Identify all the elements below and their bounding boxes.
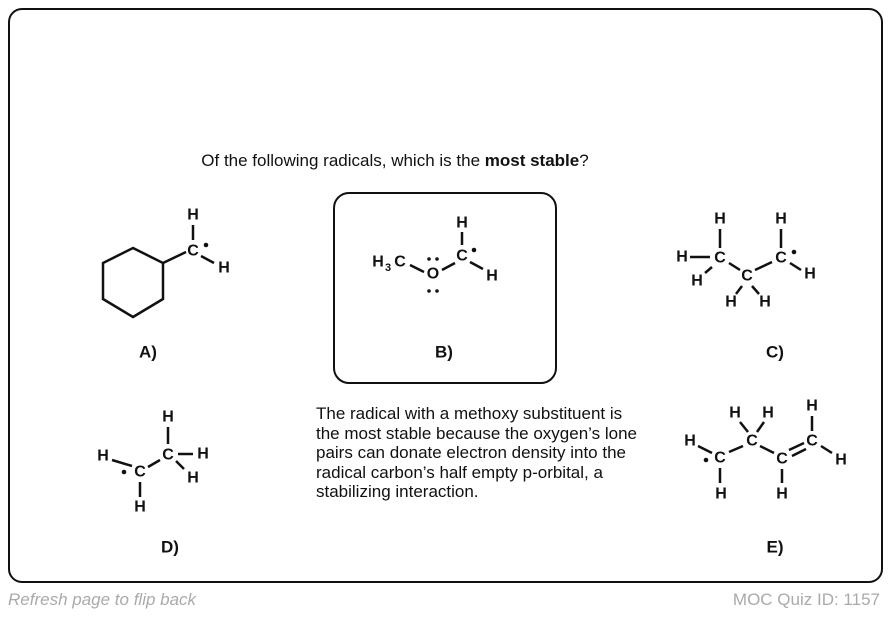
atom-label: C — [746, 433, 758, 450]
bond — [728, 444, 744, 454]
bond — [755, 421, 766, 433]
quiz-id: MOC Quiz ID: 1157 — [732, 590, 880, 609]
atom-label: H — [486, 268, 498, 285]
atom-label: H — [187, 207, 199, 224]
atom-label: C — [741, 268, 753, 285]
bond — [728, 261, 741, 272]
bond — [791, 447, 807, 458]
atom-label: C — [714, 450, 726, 467]
bond — [754, 260, 773, 272]
atom-label: H — [835, 452, 847, 469]
bond — [111, 458, 133, 468]
option-a-label: A) — [139, 343, 157, 362]
atom-label: H — [725, 294, 737, 311]
atom-label: C — [714, 250, 726, 267]
atom-label: C — [776, 451, 788, 468]
atom-label: H — [676, 249, 688, 266]
atom-label: H — [762, 405, 774, 422]
electron-dot — [791, 249, 797, 255]
question-suffix: ? — [579, 151, 589, 170]
electron-dot — [435, 257, 439, 261]
atom-label: H — [684, 433, 696, 450]
bond — [759, 444, 775, 455]
molecule-d: H C H H C H H D) — [97, 409, 209, 557]
option-e-label: E) — [767, 538, 784, 557]
bond — [739, 421, 749, 433]
molecule-c: H H H C H C C H H H C) — [676, 211, 816, 362]
atom-label: H — [714, 211, 726, 228]
atom-label: H — [776, 486, 788, 503]
atom-label: O — [427, 266, 439, 283]
electron-dot — [703, 457, 709, 463]
atom-label: H — [197, 446, 209, 463]
electron-dot — [121, 469, 127, 475]
atom-label: H — [134, 499, 146, 516]
bond — [704, 266, 713, 274]
explanation-text: The radical with a methoxy substituent i… — [316, 404, 638, 501]
bond — [101, 246, 165, 319]
electron-dot — [427, 289, 431, 293]
option-d-label: D) — [161, 538, 179, 557]
bond — [147, 458, 161, 469]
atom-label: C — [134, 464, 146, 481]
option-c-label: C) — [766, 343, 784, 362]
atom-label: C — [394, 254, 406, 271]
correct-answer-highlight — [333, 192, 557, 384]
atom-label: 3 — [385, 262, 391, 274]
quiz-card[interactable] — [8, 8, 883, 583]
bond — [735, 285, 743, 295]
atom-label: C — [456, 248, 468, 265]
bond — [697, 444, 713, 455]
bond — [441, 261, 456, 272]
atom-label: H — [775, 211, 787, 228]
atom-label: H — [456, 215, 468, 232]
atom-label: H — [691, 273, 703, 290]
molecule-a: H C H A) — [101, 207, 230, 362]
bond — [175, 460, 185, 470]
electron-dot — [203, 242, 209, 248]
atom-label: H — [187, 470, 199, 487]
bond — [820, 444, 833, 455]
electron-dot — [435, 289, 439, 293]
bond — [789, 261, 802, 272]
question-text: Of the following radicals, which is the … — [0, 151, 840, 171]
molecule-b: H 3 C O C H H B) — [372, 215, 498, 362]
electron-dot — [427, 257, 431, 261]
atom-label: C — [806, 433, 818, 450]
atom-label: C — [187, 243, 199, 260]
question-prefix: Of the following radicals, which is the — [201, 151, 485, 170]
question-emphasis: most stable — [484, 151, 580, 170]
atom-label: C — [162, 447, 174, 464]
atom-label: H — [97, 448, 109, 465]
molecule-e: H C H C H H C H C H H E) — [684, 398, 847, 557]
option-b-label: B) — [435, 343, 453, 362]
electron-dot — [471, 247, 477, 253]
atom-label: H — [804, 266, 816, 283]
atom-label: H — [806, 398, 818, 415]
flip-back-hint: Refresh page to flip back — [8, 590, 197, 609]
atom-label: H — [372, 254, 384, 271]
atom-label: H — [162, 409, 174, 426]
bond — [751, 285, 760, 295]
atom-label: H — [218, 260, 230, 277]
atom-label: C — [775, 250, 787, 267]
atom-label: H — [729, 405, 741, 422]
bond — [409, 263, 425, 274]
atom-label: H — [759, 294, 771, 311]
bond — [162, 250, 187, 265]
bond — [200, 254, 215, 265]
atom-label: H — [715, 486, 727, 503]
bond — [788, 441, 805, 452]
bond — [469, 260, 484, 271]
